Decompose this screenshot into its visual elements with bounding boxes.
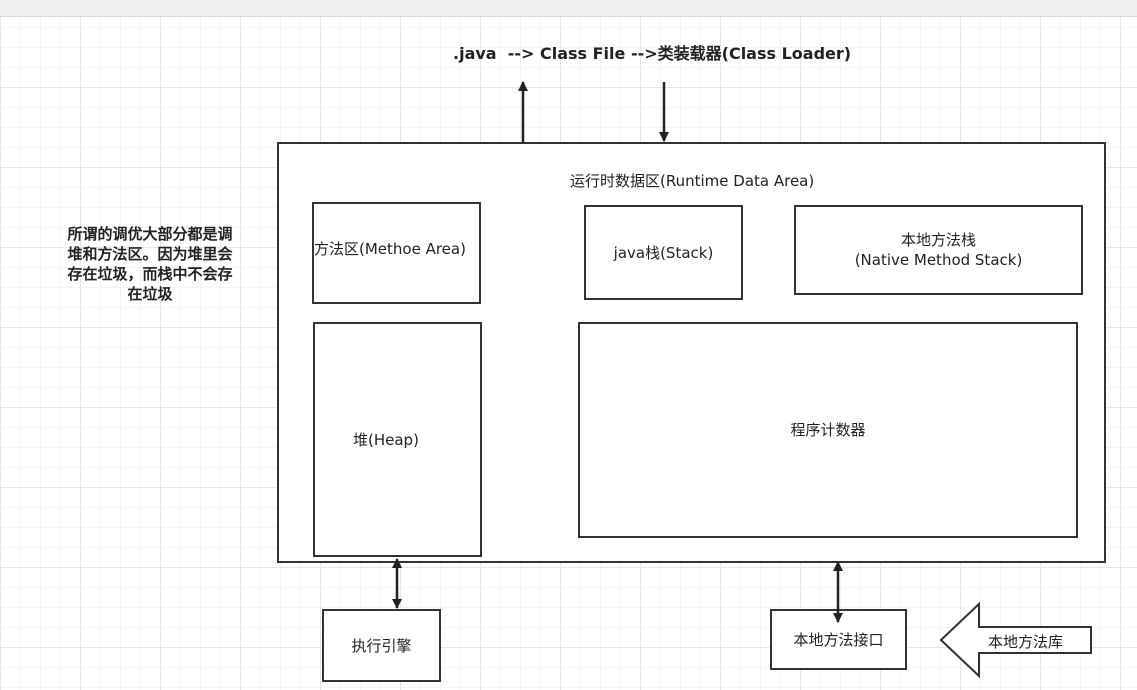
runtime-data-area-title: 运行时数据区(Runtime Data Area)	[570, 172, 815, 190]
native-method-stack-box[interactable]: 本地方法栈 (Native Method Stack)	[794, 205, 1083, 295]
method-area-label: 方法区(Methoe Area)	[314, 240, 466, 258]
heap-box[interactable]: 堆(Heap)	[313, 322, 482, 557]
execution-engine-box[interactable]: 执行引擎	[322, 609, 441, 682]
java-stack-box[interactable]: java栈(Stack)	[584, 205, 743, 300]
program-counter-label: 程序计数器	[790, 421, 866, 439]
execution-engine-label: 执行引擎	[351, 636, 412, 655]
java-stack-label: java栈(Stack)	[613, 243, 714, 262]
tuning-note: 所谓的调优大部分都是调堆和方法区。因为堆里会存在垃圾，而栈中不会存在垃圾	[67, 225, 233, 303]
program-counter-box[interactable]: 程序计数器	[578, 322, 1078, 538]
native-library-label: 本地方法库	[988, 633, 1064, 651]
method-area-box[interactable]: 方法区(Methoe Area)	[312, 202, 481, 304]
heap-label: 堆(Heap)	[353, 430, 419, 449]
class-loading-flow-text: .java --> Class File -->类装载器(Class Loade…	[453, 44, 852, 63]
native-library-arrow-shape	[939, 601, 1092, 679]
top-toolbar-strip	[0, 0, 1137, 17]
native-interface-label: 本地方法接口	[793, 630, 884, 649]
native-method-stack-label: 本地方法栈 (Native Method Stack)	[854, 231, 1023, 269]
